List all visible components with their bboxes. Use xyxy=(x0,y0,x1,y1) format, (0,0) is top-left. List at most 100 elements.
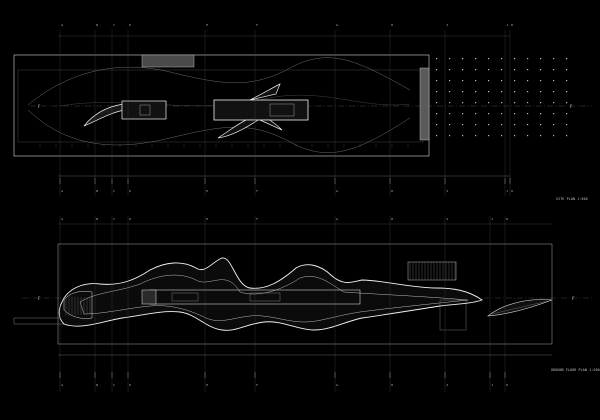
grid-dot xyxy=(462,69,464,71)
grid-dot xyxy=(514,113,516,115)
grid-dot xyxy=(488,91,490,93)
grid-dot xyxy=(540,80,542,82)
grid-label-top: F xyxy=(256,23,258,27)
grid-dot xyxy=(553,124,555,126)
grid-dot xyxy=(527,135,529,137)
grid-dot xyxy=(540,113,542,115)
grid-label-bottom: A xyxy=(61,189,63,193)
grid-dot xyxy=(540,91,542,93)
grid-label-bottom: F xyxy=(256,383,258,387)
grid-dot xyxy=(514,124,516,126)
grid-dot xyxy=(462,58,464,60)
grid-label-bottom: F xyxy=(256,189,258,193)
grid-dot xyxy=(566,69,568,71)
lower-auditorium-seating xyxy=(65,296,91,316)
grid-dot xyxy=(527,80,529,82)
grid-label-top: B xyxy=(96,217,98,221)
lower-core-block xyxy=(141,289,157,305)
upper-grid-lines xyxy=(39,30,511,196)
grid-dot xyxy=(449,69,451,71)
grid-label-top: D xyxy=(129,217,131,221)
upper-building-centre-wing-se xyxy=(217,119,260,139)
grid-dot xyxy=(501,102,503,104)
grid-dot xyxy=(540,135,542,137)
grid-dot xyxy=(449,113,451,115)
upper-contour-a xyxy=(27,57,411,106)
grid-label-top: F xyxy=(256,217,258,221)
grid-label-top: C xyxy=(113,23,115,27)
lower-east-block xyxy=(439,299,467,331)
grid-dot xyxy=(475,69,477,71)
grid-label-top: B xyxy=(96,23,98,27)
grid-dot xyxy=(462,91,464,93)
grid-label-bottom: K xyxy=(506,383,508,387)
grid-label-top: K xyxy=(511,23,513,27)
grid-dot xyxy=(553,102,555,104)
grid-label-top: H xyxy=(391,23,393,27)
grid-dot xyxy=(501,91,503,93)
grid-label-bottom: H xyxy=(391,189,393,193)
grid-dot xyxy=(501,69,503,71)
grid-label-bottom: I xyxy=(446,189,448,193)
grid-label-bottom: J xyxy=(506,189,508,193)
grid-label-bottom: D xyxy=(129,383,131,387)
grid-dot xyxy=(475,135,477,137)
grid-dot xyxy=(566,102,568,104)
grid-dot xyxy=(449,124,451,126)
grid-dot xyxy=(488,80,490,82)
grid-dot xyxy=(436,58,438,60)
grid-dot xyxy=(527,91,529,93)
grid-label-top: K xyxy=(506,217,508,221)
lower-plan-caption: GROUND FLOOR PLAN 1:200 xyxy=(551,368,600,372)
grid-dot xyxy=(514,69,516,71)
grid-dot xyxy=(566,124,568,126)
grid-dot xyxy=(462,124,464,126)
grid-dot xyxy=(501,113,503,115)
grid-dot xyxy=(462,113,464,115)
grid-dot xyxy=(566,58,568,60)
grid-label-bottom: I xyxy=(446,383,448,387)
grid-label-bottom: H xyxy=(391,383,393,387)
grid-dot xyxy=(527,124,529,126)
grid-label-bottom: E xyxy=(206,189,208,193)
grid-dot xyxy=(475,58,477,60)
upper-building-centre-wing-e xyxy=(259,119,283,131)
grid-dot xyxy=(527,69,529,71)
grid-dot xyxy=(514,80,516,82)
grid-dot xyxy=(436,124,438,126)
grid-label-bottom: E xyxy=(206,383,208,387)
grid-dot xyxy=(488,102,490,104)
grid-dot xyxy=(514,102,516,104)
grid-dot xyxy=(449,102,451,104)
grid-label-top: E xyxy=(206,23,208,27)
grid-label-top: A xyxy=(61,217,63,221)
grid-dot xyxy=(553,113,555,115)
grid-dot xyxy=(475,91,477,93)
upper-plan-caption: SITE PLAN 1:500 xyxy=(556,197,588,201)
grid-dot xyxy=(449,135,451,137)
grid-label-top: J xyxy=(491,217,493,221)
grid-label-top: A xyxy=(61,23,63,27)
grid-dot xyxy=(553,91,555,93)
grid-dot xyxy=(488,124,490,126)
upper-building-centre-core xyxy=(269,103,295,117)
grid-dot xyxy=(566,91,568,93)
grid-label-top: C xyxy=(113,217,115,221)
grid-label-bottom: G xyxy=(336,383,338,387)
grid-dot xyxy=(553,80,555,82)
grid-dot xyxy=(449,91,451,93)
grid-dot xyxy=(553,58,555,60)
grid-dot xyxy=(436,135,438,137)
grid-label-bottom: J xyxy=(491,383,493,387)
lower-building-outer xyxy=(58,257,483,331)
grid-label-top: I xyxy=(446,23,448,27)
grid-label-bottom: K xyxy=(511,189,513,193)
grid-dot xyxy=(553,69,555,71)
grid-dot xyxy=(488,69,490,71)
grid-dot xyxy=(540,69,542,71)
grid-dot xyxy=(436,91,438,93)
